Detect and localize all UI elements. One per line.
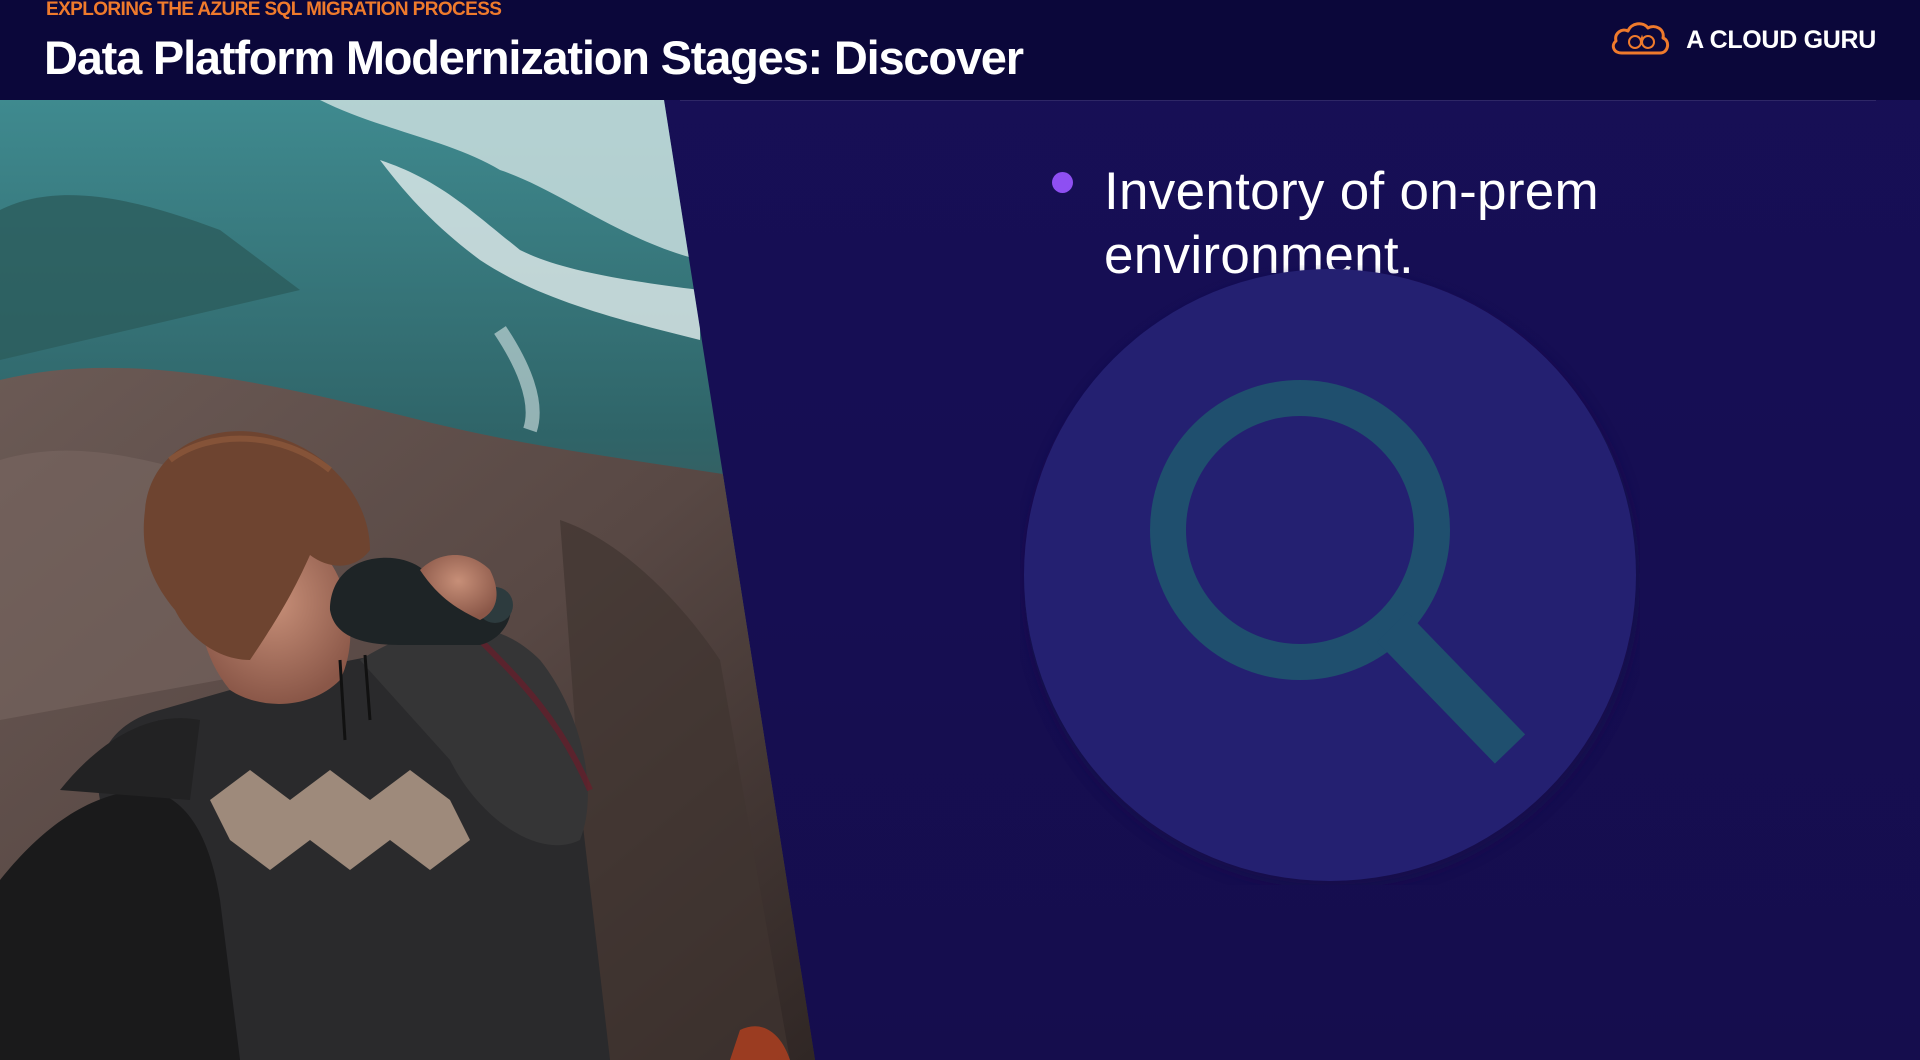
course-eyebrow: EXPLORING THE AZURE SQL MIGRATION PROCES…	[46, 0, 502, 20]
brand-name: A CLOUD GURU	[1686, 26, 1876, 54]
brand-logo: A CLOUD GURU	[1608, 18, 1876, 63]
bullet-dot-icon	[1052, 172, 1073, 193]
cloud-logo-icon	[1608, 18, 1672, 63]
header-bar: EXPLORING THE AZURE SQL MIGRATION PROCES…	[0, 0, 1920, 100]
bullet-text: Inventory of on-prem environment.	[1104, 162, 1600, 285]
magnifier-icon	[1150, 380, 1526, 764]
header-divider	[680, 100, 1876, 101]
magnifier-illustration	[1024, 269, 1640, 885]
person-with-binoculars-photo	[0, 100, 815, 1060]
slide-title: Data Platform Modernization Stages: Disc…	[44, 31, 1024, 84]
